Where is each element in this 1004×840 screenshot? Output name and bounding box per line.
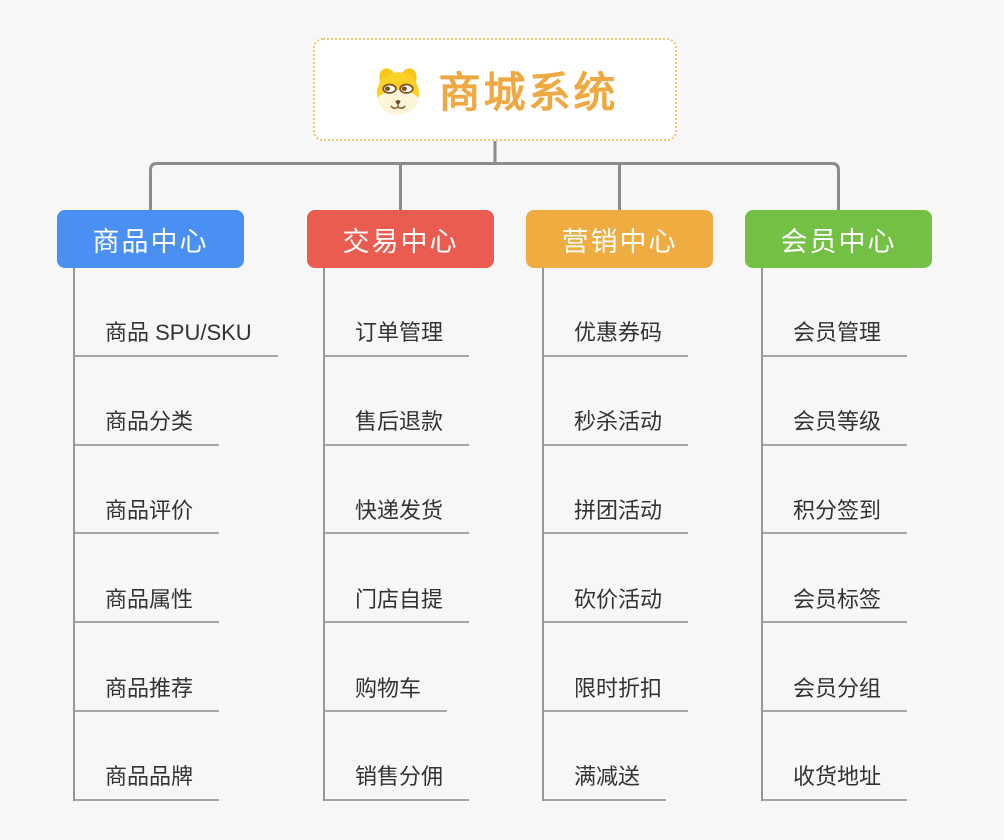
child-topic-label: 会员标签 xyxy=(761,587,908,624)
child-topic-label: 销售分佣 xyxy=(323,764,470,801)
branch-column: 商品中心 商品 SPU/SKU 商品分类 商品评价 商品属性 商品推荐 商品品牌 xyxy=(57,210,278,801)
child-topic[interactable]: 秒杀活动 xyxy=(542,357,713,446)
child-topic-label: 商品属性 xyxy=(73,587,220,624)
child-topic[interactable]: 快递发货 xyxy=(323,446,494,535)
root-title: 商城系统 xyxy=(438,69,619,116)
child-topic[interactable]: 商品品牌 xyxy=(73,712,244,801)
child-topic-label: 订单管理 xyxy=(323,320,470,357)
branch-label: 会员中心 xyxy=(780,226,897,257)
child-topic[interactable]: 满减送 xyxy=(542,712,713,801)
branch-node-4[interactable]: 会员中心 xyxy=(745,210,932,268)
child-topic[interactable]: 优惠券码 xyxy=(542,268,713,357)
child-topic-label: 商品 SPU/SKU xyxy=(73,320,278,357)
child-topic[interactable]: 商品属性 xyxy=(73,534,244,624)
dog-face-icon xyxy=(371,63,425,117)
child-topic[interactable]: 门店自提 xyxy=(323,534,494,624)
child-topic[interactable]: 会员标签 xyxy=(761,534,932,624)
branch-column: 会员中心 会员管理 会员等级 积分签到 会员标签 会员分组 收货地址 xyxy=(745,210,932,801)
branch-trunk-line xyxy=(323,268,325,801)
child-topic-label: 拼团活动 xyxy=(542,498,689,535)
child-topic[interactable]: 会员等级 xyxy=(761,357,932,446)
child-topic[interactable]: 购物车 xyxy=(323,623,494,712)
rail-line xyxy=(149,162,840,210)
branch-label: 商品中心 xyxy=(92,226,209,257)
child-topic[interactable]: 商品评价 xyxy=(73,446,244,535)
branch-trunk-line xyxy=(73,268,75,801)
branch-children: 订单管理 售后退款 快递发货 门店自提 购物车 销售分佣 xyxy=(323,268,494,801)
branch-node-2[interactable]: 交易中心 xyxy=(307,210,494,268)
branch-label: 交易中心 xyxy=(342,226,459,257)
child-topic-label: 商品评价 xyxy=(73,498,220,535)
branch-children: 优惠券码 秒杀活动 拼团活动 砍价活动 限时折扣 满减送 xyxy=(542,268,713,801)
child-topic-label: 会员管理 xyxy=(761,320,908,357)
child-topic[interactable]: 积分签到 xyxy=(761,446,932,535)
child-topic[interactable]: 销售分佣 xyxy=(323,712,494,801)
child-topic-label: 商品推荐 xyxy=(73,676,220,712)
child-topic-label: 限时折扣 xyxy=(542,676,689,712)
branch-trunk-line xyxy=(761,268,763,801)
branch-children: 会员管理 会员等级 积分签到 会员标签 会员分组 收货地址 xyxy=(761,268,932,801)
child-topic[interactable]: 商品分类 xyxy=(73,357,244,446)
child-topic[interactable]: 会员分组 xyxy=(761,623,932,712)
child-topic[interactable]: 商品推荐 xyxy=(73,623,244,712)
branch-children: 商品 SPU/SKU 商品分类 商品评价 商品属性 商品推荐 商品品牌 xyxy=(73,268,278,801)
child-topic-label: 商品品牌 xyxy=(73,764,220,801)
child-topic-label: 售后退款 xyxy=(323,409,470,446)
child-topic-label: 满减送 xyxy=(542,764,667,801)
child-topic-label: 商品分类 xyxy=(73,409,220,446)
root-node[interactable]: 商城系统 xyxy=(313,38,677,141)
child-topic[interactable]: 限时折扣 xyxy=(542,623,713,712)
child-topic[interactable]: 拼团活动 xyxy=(542,446,713,535)
child-topic-label: 秒杀活动 xyxy=(542,409,689,446)
branch-column: 交易中心 订单管理 售后退款 快递发货 门店自提 购物车 销售分佣 xyxy=(307,210,494,801)
child-topic-label: 积分签到 xyxy=(761,498,908,535)
branch-trunk-line xyxy=(542,268,544,801)
branch-column: 营销中心 优惠券码 秒杀活动 拼团活动 砍价活动 限时折扣 满减送 xyxy=(526,210,713,801)
branch-node-1[interactable]: 商品中心 xyxy=(57,210,244,268)
child-topic[interactable]: 收货地址 xyxy=(761,712,932,801)
branch-label: 营销中心 xyxy=(561,226,678,257)
child-topic[interactable]: 商品 SPU/SKU xyxy=(73,268,278,357)
branch-node-3[interactable]: 营销中心 xyxy=(526,210,713,268)
child-topic[interactable]: 砍价活动 xyxy=(542,534,713,624)
child-topic-label: 优惠券码 xyxy=(542,320,689,357)
child-topic-label: 购物车 xyxy=(323,676,448,712)
child-topic[interactable]: 订单管理 xyxy=(323,268,494,357)
child-topic[interactable]: 售后退款 xyxy=(323,357,494,446)
child-topic-label: 会员等级 xyxy=(761,409,908,446)
child-topic-label: 快递发货 xyxy=(323,498,470,535)
child-topic-label: 砍价活动 xyxy=(542,587,689,624)
child-topic-label: 门店自提 xyxy=(323,587,470,624)
child-topic-label: 收货地址 xyxy=(761,764,908,801)
child-topic[interactable]: 会员管理 xyxy=(761,268,932,357)
child-topic-label: 会员分组 xyxy=(761,676,908,712)
